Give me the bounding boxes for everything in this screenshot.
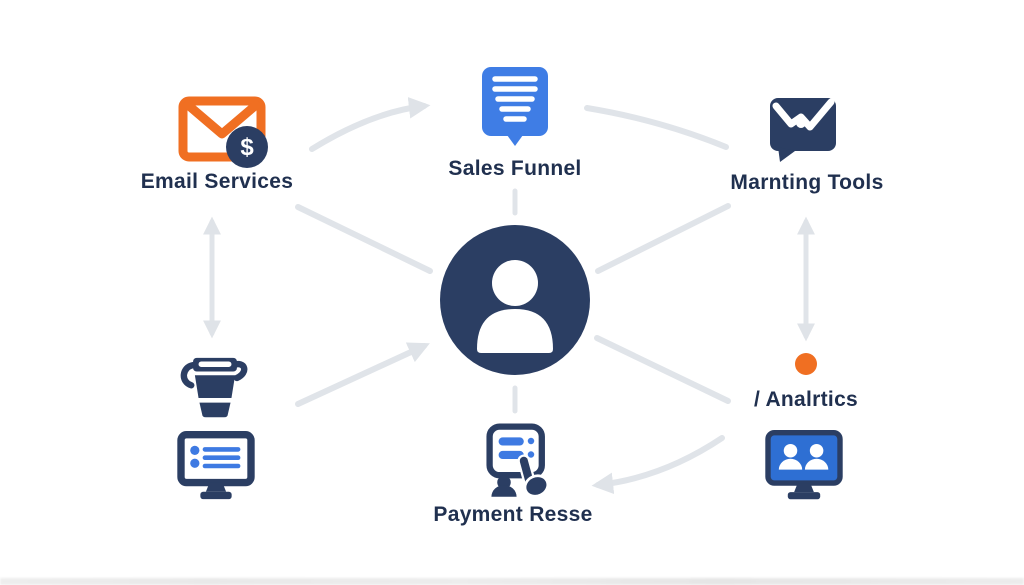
dollar-badge: $ <box>240 134 254 161</box>
line-hub-to-analytics <box>594 335 731 404</box>
payment-label: Payment Resse <box>433 503 593 526</box>
list-monitor-icon <box>177 431 255 500</box>
email-services-label: Email Services <box>140 170 294 193</box>
arrow-right-to-payment <box>591 435 725 495</box>
marketing-tools-label: Marnting Tools <box>730 171 884 194</box>
bottom-edge-artifact <box>0 578 1024 585</box>
arrow-bottomleft-to-hub <box>295 342 430 407</box>
line-email-to-hub <box>295 204 433 274</box>
chat-wave-icon <box>770 98 836 162</box>
arrow-email-to-funnel <box>309 97 431 152</box>
line-hub-to-marketing <box>595 203 731 274</box>
email-dollar-icon: $ <box>178 96 268 168</box>
person-icon <box>440 225 590 375</box>
sales-funnel-label: Sales Funnel <box>448 157 582 180</box>
video-monitor-icon <box>765 430 843 500</box>
funnel-bubble-icon <box>482 67 548 146</box>
bucket-icon <box>180 357 248 418</box>
analytics-label: / Analrtics <box>753 388 859 411</box>
orange-dot-icon <box>795 353 817 375</box>
curve-funnel-to-marketing <box>584 105 729 150</box>
kiosk-hand-icon <box>486 423 550 498</box>
